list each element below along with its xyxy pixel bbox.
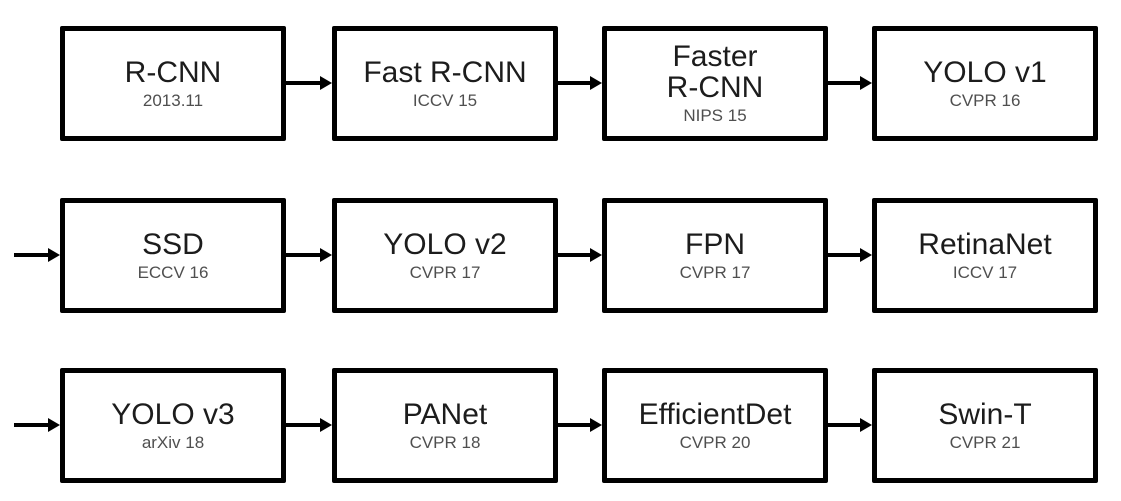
node-title: SSD — [142, 227, 204, 261]
node-yolov3: YOLO v3 arXiv 18 — [60, 368, 286, 483]
node-subtitle: CVPR 17 — [409, 262, 481, 282]
arrow-shaft — [556, 253, 592, 257]
node-title: Faster R-CNN — [666, 40, 764, 105]
arrow-right-icon — [556, 417, 602, 433]
node-yolov1: YOLO v1 CVPR 16 — [872, 26, 1098, 141]
arrow-head — [320, 418, 332, 432]
arrow-head — [590, 418, 602, 432]
arrow-shaft — [286, 81, 322, 85]
node-swint: Swin-T CVPR 21 — [872, 368, 1098, 483]
arrow-right-icon — [14, 247, 60, 263]
node-efficientdet: EfficientDet CVPR 20 — [602, 368, 828, 483]
node-title: YOLO v1 — [923, 55, 1047, 89]
node-subtitle: CVPR 20 — [679, 432, 751, 452]
arrow-shaft — [556, 423, 592, 427]
node-fast-rcnn: Fast R-CNN ICCV 15 — [332, 26, 558, 141]
node-retinanet: RetinaNet ICCV 17 — [872, 198, 1098, 313]
node-ssd: SSD ECCV 16 — [60, 198, 286, 313]
node-subtitle: CVPR 17 — [679, 262, 751, 282]
arrow-right-icon — [14, 417, 60, 433]
node-faster-rcnn: Faster R-CNN NIPS 15 — [602, 26, 828, 141]
node-title: EfficientDet — [638, 397, 792, 431]
node-title: Fast R-CNN — [363, 55, 527, 89]
node-rcnn: R-CNN 2013.11 — [60, 26, 286, 141]
node-title: RetinaNet — [918, 227, 1052, 261]
node-subtitle: NIPS 15 — [683, 106, 747, 126]
arrow-head — [48, 248, 60, 262]
node-subtitle: arXiv 18 — [141, 432, 205, 452]
node-subtitle: CVPR 21 — [949, 432, 1021, 452]
node-subtitle: ICCV 17 — [952, 262, 1018, 282]
arrow-right-icon — [286, 417, 332, 433]
arrow-head — [860, 76, 872, 90]
arrow-head — [590, 76, 602, 90]
arrow-right-icon — [826, 75, 872, 91]
node-title: YOLO v2 — [383, 227, 507, 261]
node-title: FPN — [685, 227, 745, 261]
arrow-head — [320, 76, 332, 90]
arrow-right-icon — [826, 247, 872, 263]
node-yolov2: YOLO v2 CVPR 17 — [332, 198, 558, 313]
node-subtitle: CVPR 16 — [949, 90, 1021, 110]
node-title: YOLO v3 — [111, 397, 235, 431]
arrow-head — [860, 248, 872, 262]
arrow-right-icon — [286, 75, 332, 91]
arrow-head — [320, 248, 332, 262]
arrow-right-icon — [826, 417, 872, 433]
arrow-shaft — [556, 81, 592, 85]
arrow-shaft — [286, 423, 322, 427]
node-fpn: FPN CVPR 17 — [602, 198, 828, 313]
arrow-right-icon — [556, 247, 602, 263]
node-title: R-CNN — [124, 55, 222, 89]
node-title: Swin-T — [938, 397, 1032, 431]
node-title: PANet — [402, 397, 488, 431]
arrow-head — [590, 248, 602, 262]
node-subtitle: 2013.11 — [142, 90, 204, 110]
arrow-shaft — [826, 423, 862, 427]
arrow-right-icon — [286, 247, 332, 263]
arrow-shaft — [14, 423, 50, 427]
node-subtitle: ICCV 15 — [412, 90, 478, 110]
arrow-shaft — [826, 81, 862, 85]
node-subtitle: CVPR 18 — [409, 432, 481, 452]
arrow-right-icon — [556, 75, 602, 91]
node-panet: PANet CVPR 18 — [332, 368, 558, 483]
arrow-shaft — [286, 253, 322, 257]
node-subtitle: ECCV 16 — [137, 262, 209, 282]
arrow-shaft — [826, 253, 862, 257]
arrow-shaft — [14, 253, 50, 257]
arrow-head — [48, 418, 60, 432]
arrow-head — [860, 418, 872, 432]
